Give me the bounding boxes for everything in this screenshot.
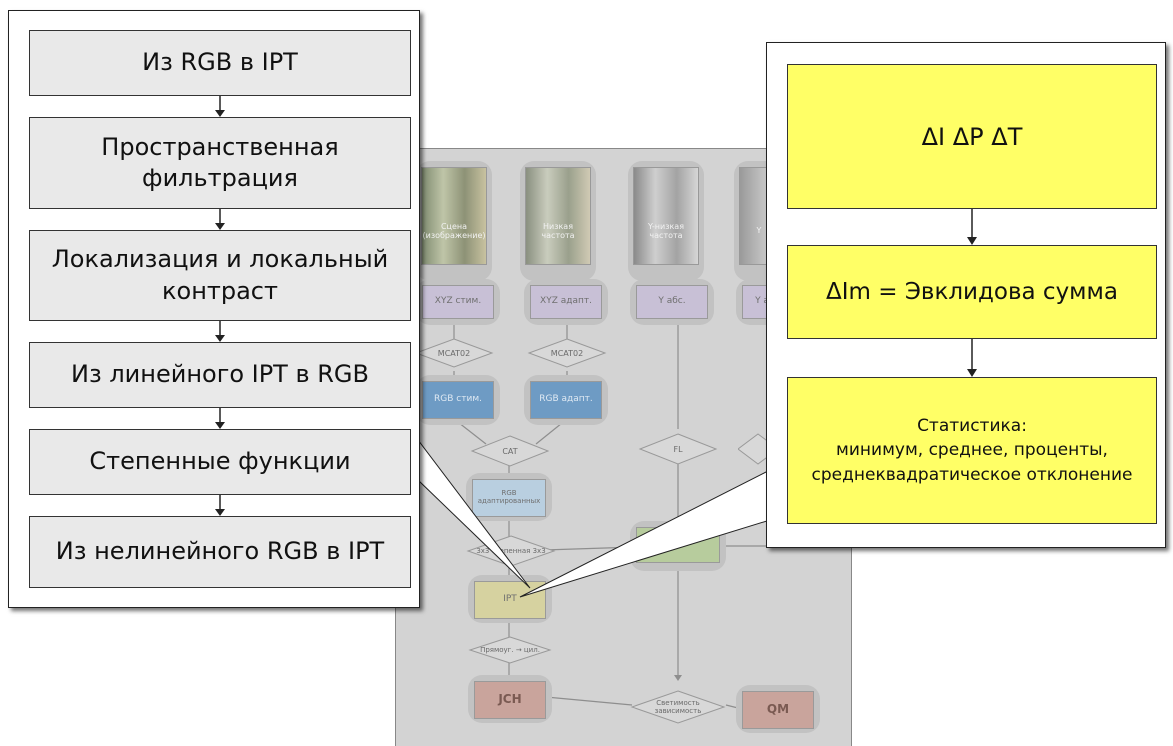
node-xyz-adapt: XYZ адапт. [530,285,602,319]
node-ipt: IPT [474,581,546,619]
node-rgb-stim: RGB стим. [422,381,494,419]
delta-box: ΔI ΔP ΔT [787,64,1157,209]
node-jch: JCH [474,681,546,719]
diamond-luminance-dependency: Светимость зависимость [630,689,726,725]
statistics-box: Статистика: минимум, среднее, проценты, … [787,377,1157,524]
left-callout: Из RGB в IPT Пространственная фильтрация… [8,10,420,608]
im-sum-box: ΔIm = Эвклидова сумма [787,245,1157,339]
right-callout: ΔI ΔP ΔT ΔIm = Эвклидова сумма Статистик… [766,42,1166,548]
diamond-mcat-1: MCAT02 [412,335,496,371]
node-qm: QM [742,691,814,729]
thumb-low-frequency: Низкая частота [525,167,591,265]
step-rgb-to-ipt: Из RGB в IPT [29,30,411,96]
step-spatial-filtering: Пространственная фильтрация [29,117,411,209]
right-arrows [967,209,977,377]
statistics-body: минимум, среднее, проценты, среднеквадра… [811,440,1133,485]
thumb-scene: Сцена (изображение) [421,167,487,265]
diamond-fl: FL [636,431,720,467]
step-localization-contrast: Локализация и локальный контраст [29,230,411,321]
node-y-abs: Y абс. [636,285,708,319]
node-rgb-adapt: RGB адапт. [530,381,602,419]
diamond-cat: CAT [468,433,552,469]
diamond-mcat-2: MCAT02 [525,335,609,371]
step-nonlinear-rgb-to-ipt: Из нелинейного RGB в IPT [29,516,411,588]
node-xyz-stim: XYZ стим. [422,285,494,319]
statistics-title: Статистика: [917,415,1027,436]
step-power-functions: Степенные функции [29,429,411,495]
node-rgb-adapted: RGB адаптированных [472,479,546,517]
diamond-rect-to-cyl: Прямоуг. → цил. [468,635,552,665]
left-arrows [215,96,225,516]
thumb-y-low-frequency: Y-низкая частота [633,167,699,265]
step-linear-ipt-to-rgb: Из линейного IPT в RGB [29,342,411,408]
